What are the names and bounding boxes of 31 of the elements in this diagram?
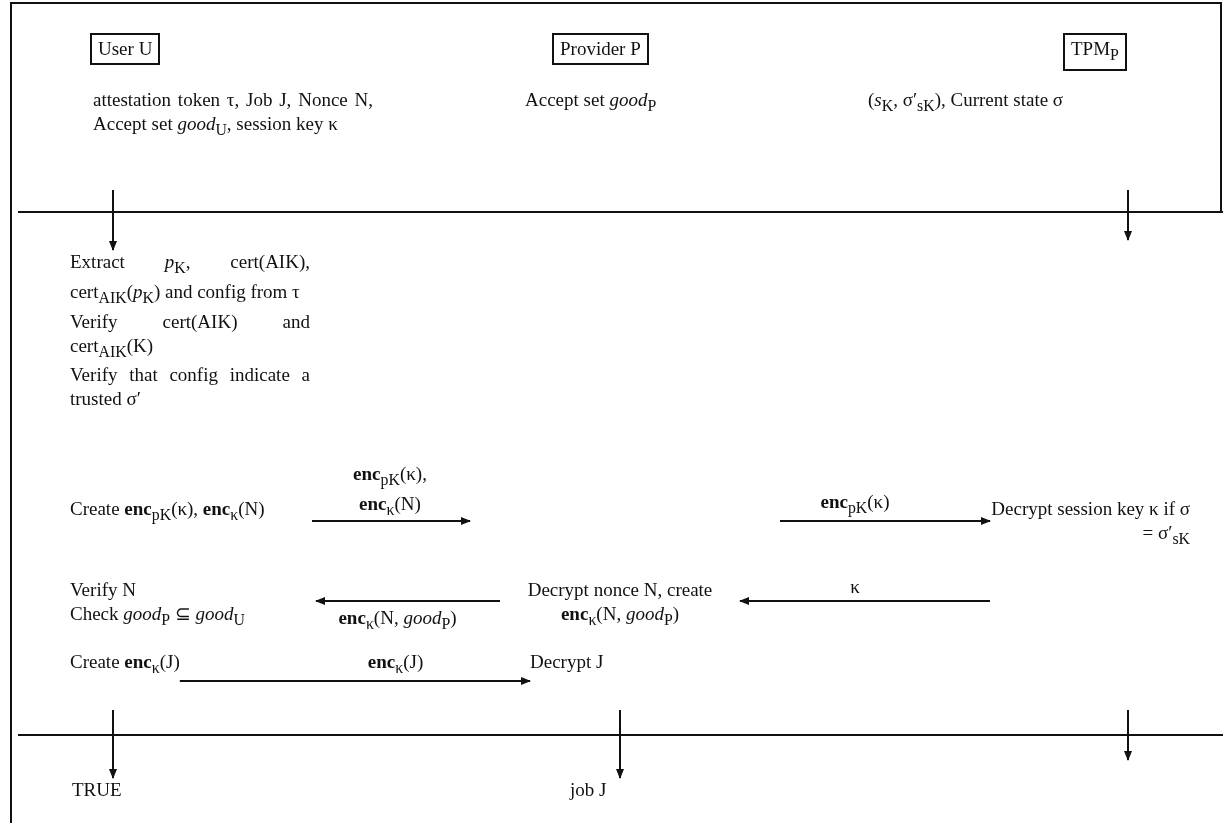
arrow (779, 517, 991, 525)
knowledge-note: Accept set good$_{P}$ (525, 88, 658, 116)
step-line: Verify that config indicate a trusted σ′ (70, 363, 310, 412)
arrow (315, 597, 501, 605)
knowledge-note: attestation token τ, Job J, Nonce N, Accept set good$_{U}$, session key κ (93, 88, 373, 140)
step-line: Extract p$_{K}$, cert(AIK), cert$_{AIK}$(p$_{K}$) and config from τ (70, 250, 310, 308)
arrow (178, 677, 531, 685)
step-text: Decrypt session key κ if σ = σ′$_{sK}$ (990, 497, 1190, 611)
result-text: TRUE (72, 778, 152, 804)
step-line: Verify cert(AIK) and cert$_{AIK}$(K) (70, 309, 310, 362)
step-line: Check good$_{P}$ ⊆ good$_{U}$ (70, 602, 247, 630)
arrow (616, 709, 624, 779)
edge-label: κ (849, 575, 861, 599)
step-text: Create enc$_{pK}$(κ), enc$_{κ}$(N) (70, 497, 312, 547)
edge-label: enc$_{κ}$(J) (366, 650, 425, 678)
step-line: Verify N (70, 578, 137, 602)
participant-box: User U (90, 33, 161, 65)
arrow (739, 597, 991, 605)
step-text: Create enc$_{κ}$(J) (70, 650, 180, 686)
participant-box: TPM$_{P}$ (1063, 33, 1127, 71)
edge-label: enc$_{pK}$(κ), enc$_{κ}$(N) (352, 462, 428, 520)
edge-label: enc$_{pK}$(κ) (819, 490, 891, 519)
step-text: Decrypt J (530, 650, 604, 686)
step-text: Decrypt nonce N, create enc$_{κ}$(N, good$_{P}$) (500, 578, 740, 628)
arrow (311, 517, 471, 525)
knowledge-note: (s$_{K}$, σ′$_{sK}$), Current state σ (868, 88, 1065, 116)
arrow (109, 709, 117, 779)
result-text: job J (570, 778, 650, 804)
participant-box: Provider P (552, 33, 649, 65)
edge-label: enc$_{κ}$(N, good$_{P}$) (337, 606, 458, 634)
arrow (109, 189, 117, 251)
